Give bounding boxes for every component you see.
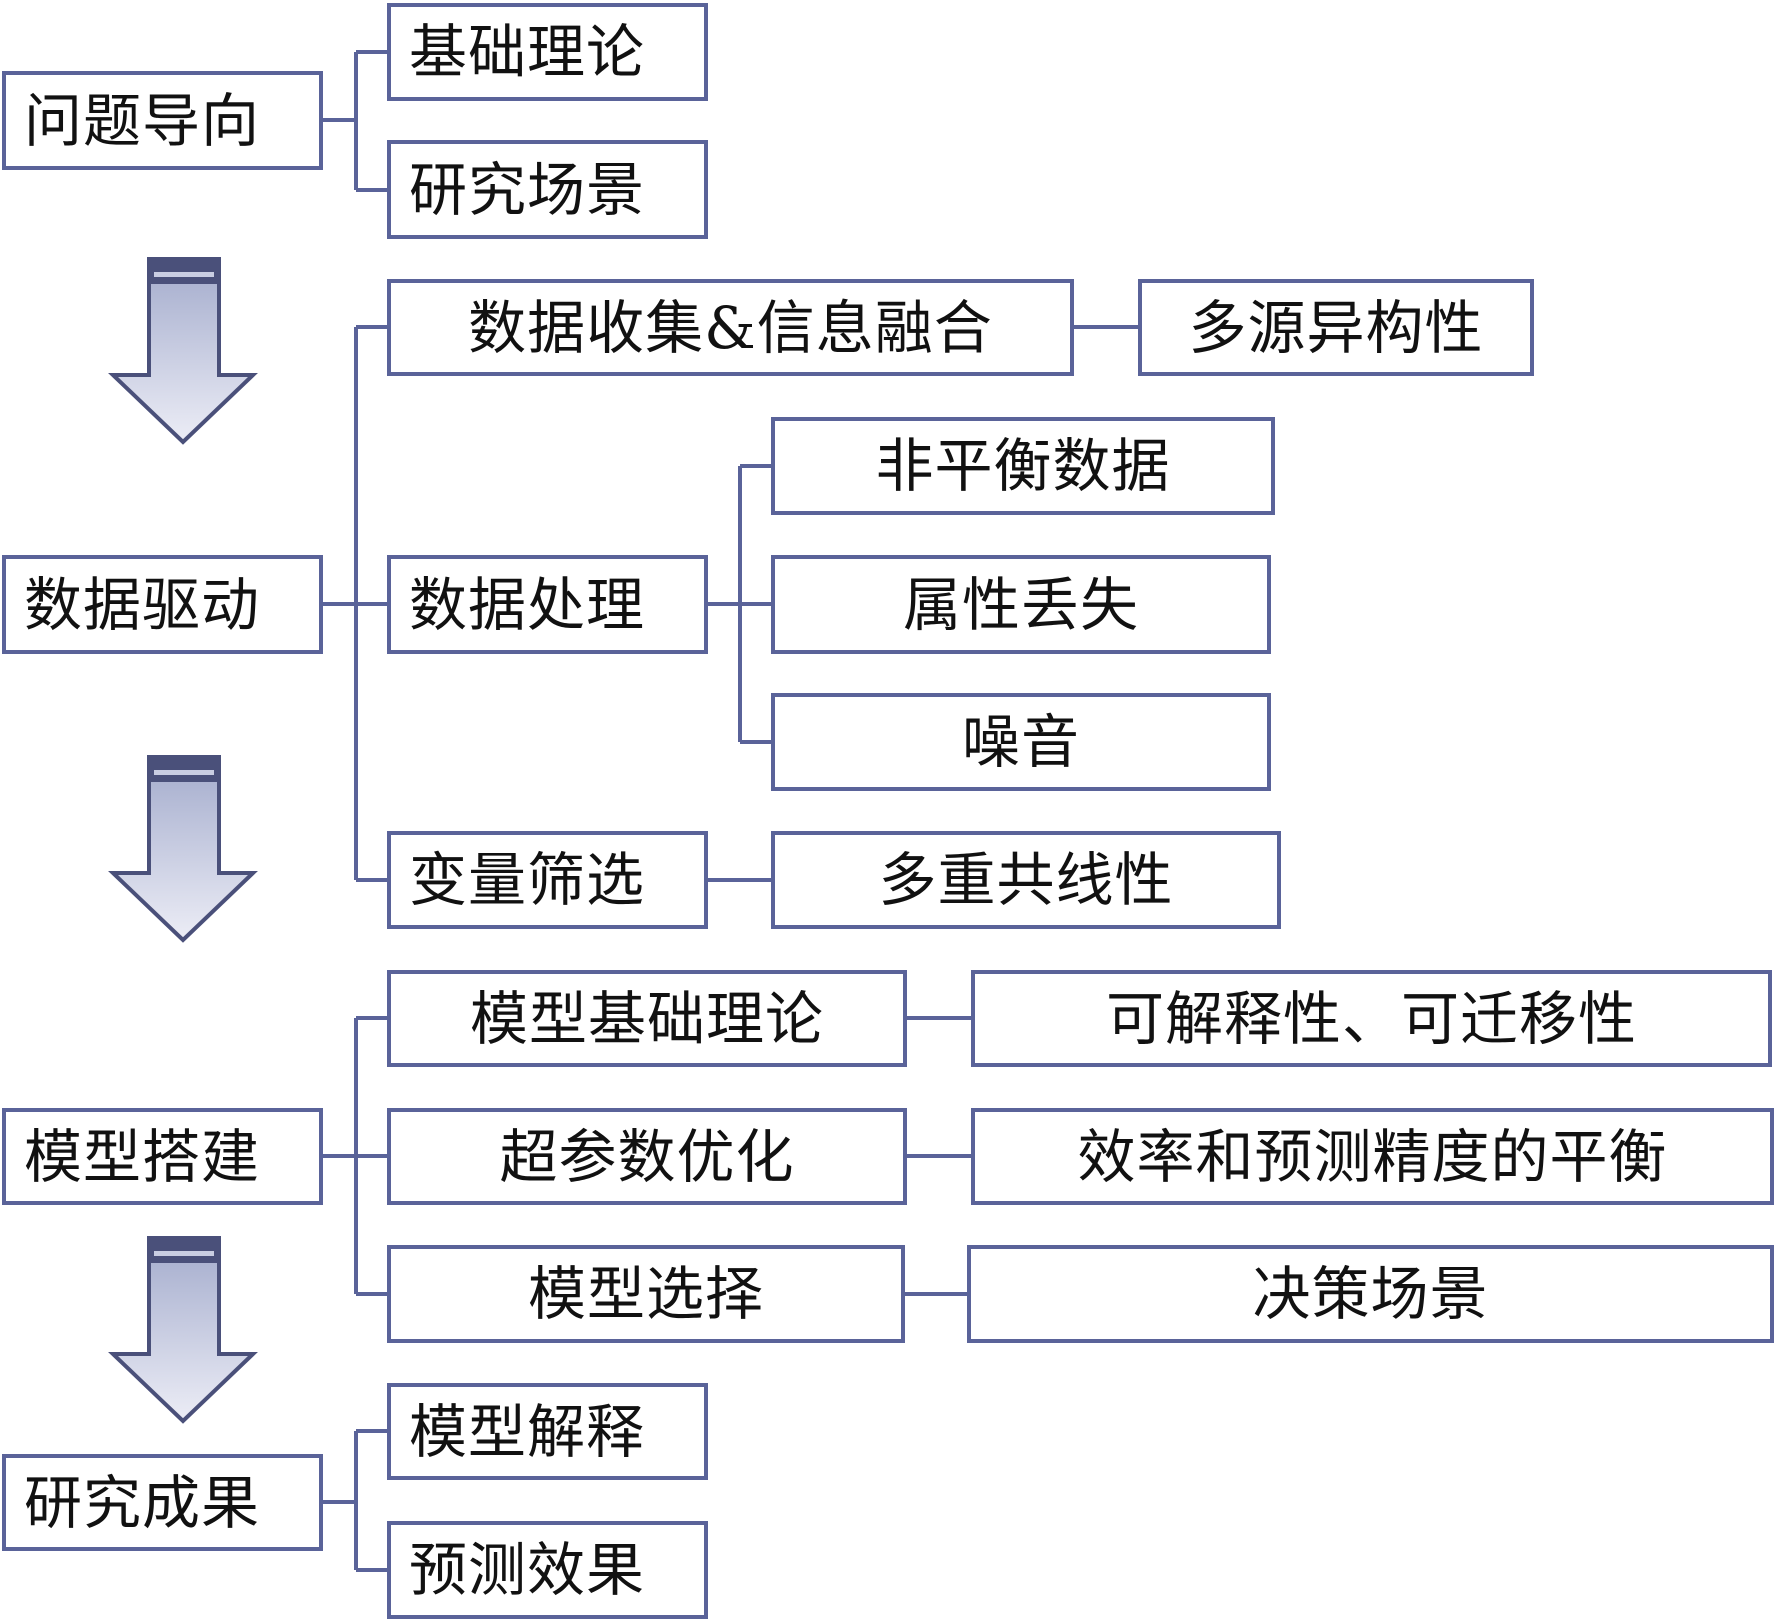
- connector-stage1: [323, 50, 387, 192]
- node-multi-source-heterogeneity: 多源异构性: [1138, 279, 1534, 376]
- node-model-interpretation: 模型解释: [387, 1383, 708, 1480]
- node-hyperparameter-optimization: 超参数优化: [387, 1108, 907, 1205]
- node-basic-theory: 基础理论: [387, 3, 708, 101]
- down-arrow-icon: [108, 257, 258, 445]
- connector-processing: [708, 464, 771, 744]
- node-model-basic-theory: 模型基础理论: [387, 970, 907, 1067]
- connector-stage4: [323, 1429, 387, 1572]
- stage-data-driven: 数据驱动: [2, 555, 323, 654]
- node-model-selection: 模型选择: [387, 1245, 905, 1343]
- down-arrow-icon: [108, 1236, 258, 1424]
- node-noise: 噪音: [771, 693, 1271, 791]
- stage-research-results: 研究成果: [2, 1454, 323, 1551]
- stage-model-building: 模型搭建: [2, 1108, 323, 1205]
- node-prediction-effect: 预测效果: [387, 1521, 708, 1619]
- node-multicollinearity: 多重共线性: [771, 831, 1281, 929]
- node-research-scenario: 研究场景: [387, 140, 708, 239]
- node-interpretability-transferability: 可解释性、可迁移性: [971, 970, 1772, 1067]
- node-variable-selection: 变量筛选: [387, 831, 708, 929]
- node-missing-attributes: 属性丢失: [771, 555, 1271, 654]
- node-data-collection-fusion: 数据收集&信息融合: [387, 279, 1074, 376]
- connector-stage2: [323, 325, 387, 882]
- node-imbalanced-data: 非平衡数据: [771, 417, 1275, 515]
- down-arrow-icon: [108, 755, 258, 943]
- node-decision-scenario: 决策场景: [967, 1245, 1774, 1343]
- stage-problem-oriented: 问题导向: [2, 71, 323, 170]
- node-efficiency-accuracy-balance: 效率和预测精度的平衡: [971, 1108, 1774, 1205]
- node-data-processing: 数据处理: [387, 555, 708, 654]
- connector-stage3: [323, 1016, 387, 1296]
